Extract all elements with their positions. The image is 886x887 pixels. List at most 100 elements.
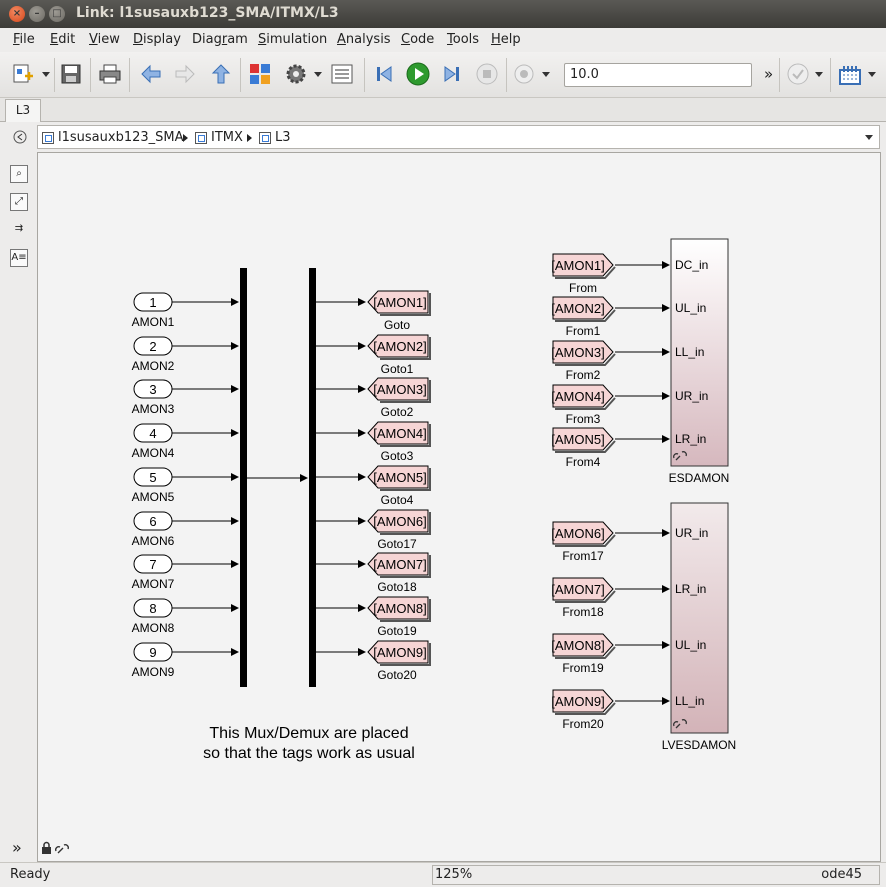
from-block[interactable] <box>552 427 614 451</box>
build-dropdown-icon[interactable] <box>868 72 876 77</box>
toolbar-separator <box>830 58 831 92</box>
goto-block[interactable] <box>367 465 429 489</box>
goto-tag: [AMON6] <box>373 514 426 529</box>
link-icon <box>673 719 687 729</box>
inport-number: 9 <box>149 645 156 660</box>
inport-label: AMON2 <box>132 359 175 373</box>
goto-block[interactable] <box>367 596 429 620</box>
forward-arrow-icon[interactable] <box>173 62 197 86</box>
from-shadow <box>555 702 616 715</box>
menu-analysis[interactable]: Analysis <box>337 32 391 47</box>
tab-l3[interactable]: L3 <box>5 99 41 122</box>
goto-label: Goto4 <box>381 493 414 507</box>
menu-tools[interactable]: Tools <box>447 32 480 47</box>
from-block[interactable] <box>552 633 614 657</box>
menu-help[interactable]: Help <box>491 32 521 47</box>
run-simulation-icon[interactable] <box>406 62 430 86</box>
toolbar-separator <box>779 58 780 92</box>
from-block[interactable] <box>552 384 614 408</box>
hide-explorer-icon[interactable] <box>13 130 27 144</box>
goto-tag: [AMON3] <box>373 382 426 397</box>
menu-edit[interactable]: Edit <box>50 32 76 47</box>
inport-number: 8 <box>149 601 156 616</box>
breadcrumb-dropdown-icon[interactable] <box>865 135 873 140</box>
diagram-canvas[interactable]: ESDAMON LVESDAMON This Mux/Demux are pla… <box>37 152 881 862</box>
goto-block[interactable] <box>367 509 429 533</box>
goto-block[interactable] <box>367 377 429 401</box>
from-block[interactable] <box>552 521 614 545</box>
maximize-window-button[interactable]: □ <box>49 6 65 22</box>
window-title: Link: l1susauxb123_SMA/ITMX/L3 <box>76 5 339 21</box>
lvesdamon-label: LVESDAMON <box>662 738 736 752</box>
menu-diagram[interactable]: Diagram <box>192 32 248 47</box>
menu-display[interactable]: Display <box>133 32 181 47</box>
left-palette: ⌕ ⤢ ⇉ A≡ » <box>0 152 37 862</box>
annotation-line-2: so that the tags work as usual <box>203 745 415 762</box>
check-model-icon[interactable] <box>786 62 810 86</box>
back-arrow-icon[interactable] <box>139 62 163 86</box>
demux-block[interactable] <box>309 268 316 687</box>
goto-block[interactable] <box>367 552 429 576</box>
toolbar-separator <box>240 58 241 92</box>
menu-view[interactable]: View <box>89 32 120 47</box>
breadcrumb-l3[interactable]: L3 <box>275 130 291 145</box>
library-link-icon[interactable] <box>55 844 69 854</box>
settings-dropdown-icon[interactable] <box>314 72 322 77</box>
from-block[interactable] <box>552 340 614 364</box>
model-explorer-icon[interactable] <box>330 62 354 86</box>
menu-simulation[interactable]: Simulation <box>258 32 328 47</box>
from-block[interactable] <box>552 253 614 277</box>
goto-tag: [AMON7] <box>373 557 426 572</box>
goto-shadow <box>380 512 431 535</box>
inport-label: AMON8 <box>132 621 175 635</box>
menu-file[interactable]: File <box>13 32 35 47</box>
goto-shadow <box>380 555 431 578</box>
more-tools-button[interactable]: » <box>764 65 774 83</box>
breadcrumb-itmx[interactable]: ITMX <box>211 130 243 145</box>
breadcrumb-model[interactable]: l1susauxb123_SMA <box>58 130 184 145</box>
from-tag: [AMON9] <box>551 694 604 709</box>
inport-number: 3 <box>149 382 156 397</box>
fit-to-view-icon[interactable]: ⤢ <box>10 193 28 211</box>
model-icon <box>42 132 54 144</box>
close-icon: × <box>12 8 22 19</box>
library-browser-icon[interactable] <box>248 62 272 86</box>
from-shadow <box>555 534 616 547</box>
goto-block[interactable] <box>367 290 429 314</box>
signal-routing-icon[interactable]: ⇉ <box>14 223 24 234</box>
from-label: From18 <box>562 605 604 619</box>
settings-gear-icon[interactable] <box>284 62 308 86</box>
close-window-button[interactable]: × <box>9 6 25 22</box>
goto-block[interactable] <box>367 640 429 664</box>
new-model-icon[interactable] <box>11 62 35 86</box>
from-block[interactable] <box>552 577 614 601</box>
from-block[interactable] <box>552 689 614 713</box>
save-icon[interactable] <box>59 62 83 86</box>
minimize-window-button[interactable]: – <box>29 6 45 22</box>
step-back-icon[interactable] <box>372 62 396 86</box>
goto-block[interactable] <box>367 421 429 445</box>
from-block[interactable] <box>552 296 614 320</box>
subsystem-port-label: DC_in <box>675 258 708 272</box>
record-icon[interactable] <box>512 62 536 86</box>
up-arrow-icon[interactable] <box>209 62 233 86</box>
build-model-icon[interactable] <box>838 62 862 86</box>
zoom-level: 125% <box>432 865 880 885</box>
step-forward-icon[interactable] <box>440 62 464 86</box>
goto-block[interactable] <box>367 334 429 358</box>
menu-code[interactable]: Code <box>401 32 435 47</box>
print-icon[interactable] <box>98 62 122 86</box>
lvesdamon-subsystem[interactable] <box>670 502 729 734</box>
check-dropdown-icon[interactable] <box>815 72 823 77</box>
link-icon <box>673 451 687 461</box>
mux-block[interactable] <box>240 268 247 687</box>
annotation-icon[interactable]: A≡ <box>10 249 28 267</box>
stop-simulation-icon[interactable] <box>475 62 499 86</box>
new-dropdown-icon[interactable] <box>42 72 50 77</box>
zoom-icon[interactable]: ⌕ <box>10 165 28 183</box>
record-dropdown-icon[interactable] <box>542 72 550 77</box>
esdamon-subsystem[interactable] <box>670 238 729 467</box>
stop-time-input[interactable]: 10.0 <box>564 63 752 87</box>
lock-icon[interactable] <box>42 841 51 855</box>
expand-palette-button[interactable]: » <box>12 838 22 857</box>
